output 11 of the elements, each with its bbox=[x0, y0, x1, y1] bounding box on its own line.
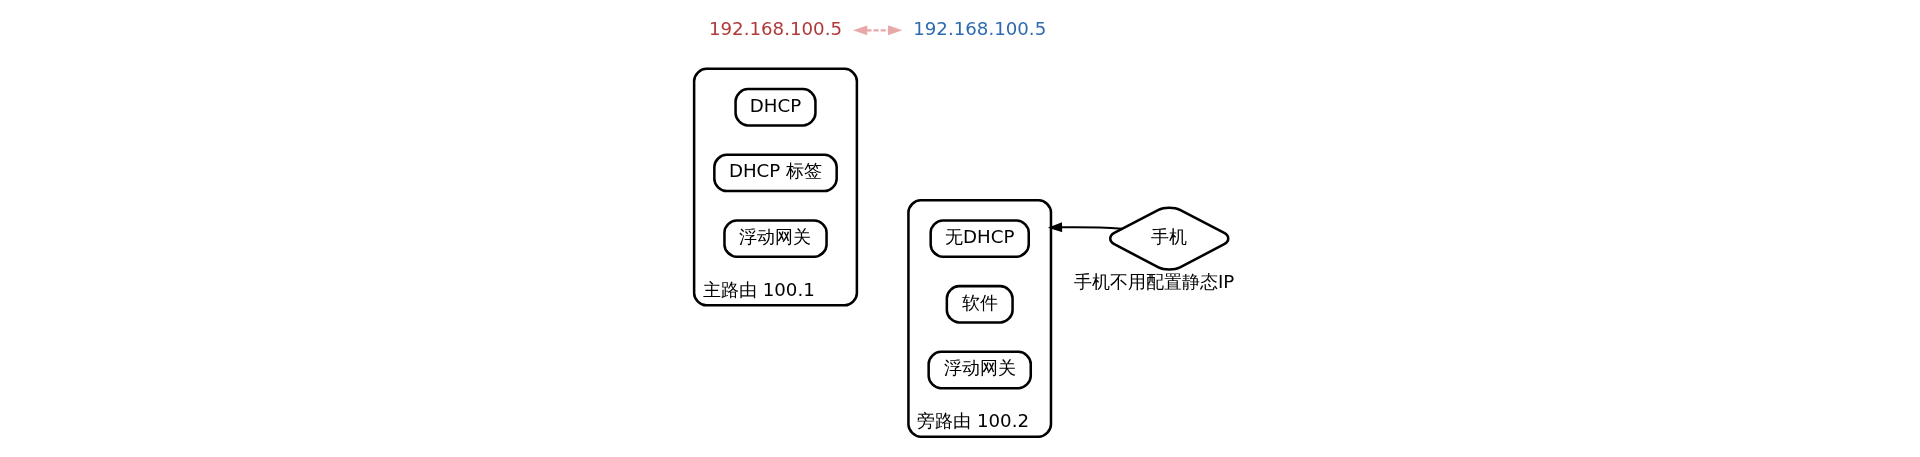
node-box: 浮动网关 bbox=[926, 350, 1032, 390]
node-text: 192.168.100.5 bbox=[708, 17, 842, 39]
arrow bbox=[1047, 222, 1122, 233]
node-box: 浮动网关 bbox=[722, 219, 828, 259]
arrow bbox=[852, 25, 902, 36]
node-box: DHCP 标签 bbox=[712, 153, 838, 193]
node-label: 手机不用配置静态IP bbox=[1073, 270, 1234, 292]
node-text: 192.168.100.5 bbox=[912, 17, 1046, 39]
node-box: DHCP bbox=[733, 87, 817, 127]
node-box: 无DHCP bbox=[928, 219, 1030, 259]
node-box: 软件 bbox=[945, 284, 1014, 324]
